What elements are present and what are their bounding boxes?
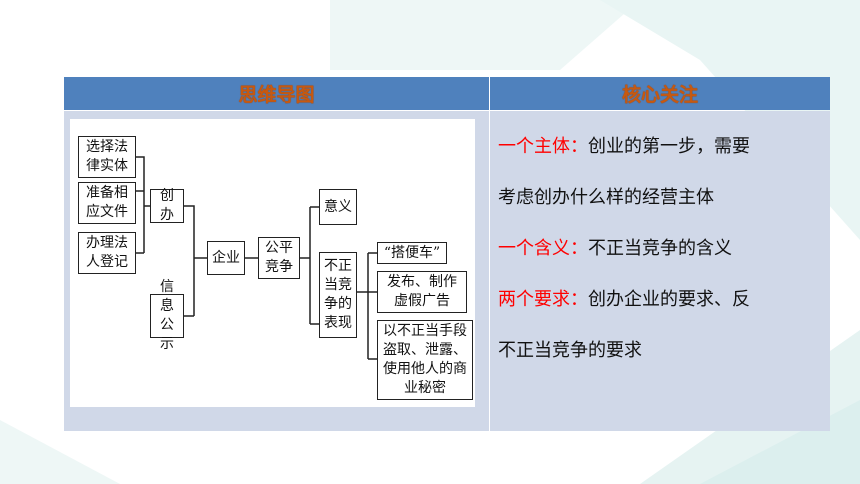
connector-unfair [357, 252, 377, 360]
node-fair-competition: 公平 竞争 [258, 237, 300, 279]
focus-text-meaning: 不正当竞争的含义 [588, 238, 732, 259]
node-found: 创办 [150, 188, 184, 223]
node-prepare-documents: 准备相 应文件 [78, 182, 136, 224]
focus-text-subject-cont: 考虑创办什么样的经营主体 [498, 187, 714, 208]
focus-line-5: 不正当竞争的要求 [498, 338, 823, 389]
focus-cell [490, 111, 830, 431]
focus-label-requirements: 两个要求： [498, 289, 588, 310]
focus-text-requirements-cont: 不正当竞争的要求 [498, 340, 642, 361]
focus-line-2: 考虑创办什么样的经营主体 [498, 185, 823, 236]
node-trade-secrets: 以不正当手段 盗取、泄露、 使用他人的商 业秘密 [377, 320, 473, 400]
header-mind-map: 思维导图 [64, 77, 489, 110]
node-info-disclosure: 信息 公示 [150, 279, 184, 352]
focus-line-1: 一个主体：创业的第一步，需要 [498, 134, 823, 185]
focus-notes: 一个主体：创业的第一步，需要 考虑创办什么样的经营主体 一个含义：不正当竞争的含… [498, 134, 823, 389]
focus-text-subject: 创业的第一步，需要 [588, 136, 750, 157]
connector-lines [136, 156, 377, 360]
header-key-focus: 核心关注 [490, 77, 830, 110]
node-select-entity: 选择法 律实体 [78, 136, 136, 178]
focus-line-3: 一个含义：不正当竞争的含义 [498, 236, 823, 287]
node-unfair-competition: 不正 当竞 争的 表现 [319, 252, 357, 338]
node-register: 办理法 人登记 [78, 232, 136, 274]
node-enterprise: 企业 [207, 241, 245, 275]
node-free-ride: “搭便车” [377, 242, 447, 264]
focus-line-4: 两个要求：创办企业的要求、反 [498, 287, 823, 338]
mind-map-diagram: 选择法 律实体 准备相 应文件 办理法 人登记 创办 信息 公示 企业 公平 竞… [70, 119, 475, 407]
connector-enterprise [184, 205, 207, 317]
connector-meaning [300, 206, 319, 325]
node-meaning: 意义 [319, 189, 357, 225]
focus-label-meaning: 一个含义： [498, 238, 588, 259]
node-false-advertising: 发布、制作 虚假广告 [377, 271, 467, 313]
connector-found [136, 156, 150, 254]
focus-label-subject: 一个主体： [498, 136, 588, 157]
focus-text-requirements: 创办企业的要求、反 [588, 289, 750, 310]
